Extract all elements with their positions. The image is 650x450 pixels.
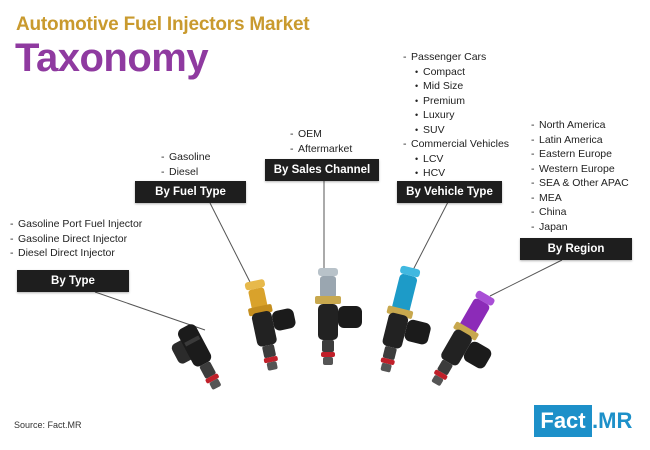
fuel-injector-icon [244, 279, 296, 371]
list-item: -Gasoline Direct Injector [10, 232, 128, 245]
by-type-label: By Type [17, 270, 129, 292]
list-item: -SEA & Other APAC [531, 177, 629, 189]
by-sales-channel-label: By Sales Channel [265, 159, 379, 181]
list-item: -Aftermarket [290, 142, 353, 155]
list-item: •Mid Size [415, 80, 464, 92]
by-fuel-type-label: By Fuel Type [135, 181, 246, 203]
list-item: -Gasoline [161, 151, 211, 163]
list-item: •Compact [415, 65, 466, 78]
fuel-injector-icon [315, 268, 362, 365]
connector-line-by-region [489, 259, 563, 297]
list-item: •Premium [415, 94, 466, 107]
by-fuel-type-list: -Gasoline -Diesel [161, 150, 210, 179]
by-sales-channel-list: -OEM -Aftermarket [290, 127, 352, 156]
list-item: •Luxury [415, 109, 455, 121]
fuel-injector-icon [431, 290, 495, 386]
list-item: -Eastern Europe [531, 148, 612, 160]
list-item: -Diesel Direct Injector [10, 247, 115, 259]
fuel-injector-icon [171, 324, 221, 390]
fuel-injector-icon [380, 265, 431, 373]
list-item: •SUV [415, 123, 445, 136]
list-item: -North America [531, 119, 606, 131]
list-item: -Diesel [161, 165, 199, 178]
list-item: -MEA [531, 191, 562, 204]
list-item: -Western Europe [531, 162, 615, 175]
connector-line-by-type [94, 291, 206, 331]
by-vehicle-type-label: By Vehicle Type [397, 181, 502, 203]
list-item: -Japan [531, 220, 568, 233]
by-vehicle-type-list: -Passenger Cars •Compact •Mid Size •Prem… [403, 50, 509, 181]
by-type-list: -Gasoline Port Fuel Injector -Gasoline D… [10, 217, 142, 261]
source-note: Source: Fact.MR [14, 420, 82, 430]
list-item: -Commercial Vehicles [403, 138, 510, 150]
by-region-list: -North America -Latin America -Eastern E… [531, 118, 629, 234]
connector-line-by-vehicle-type [411, 201, 449, 273]
list-item: •HCV [415, 167, 446, 179]
by-region-label: By Region [520, 238, 632, 260]
connector-line-by-fuel-type [209, 202, 251, 283]
list-item: -Gasoline Port Fuel Injector [10, 218, 143, 230]
market-title: Automotive Fuel Injectors Market [16, 14, 310, 35]
list-item: -Latin America [531, 133, 603, 146]
logo-mr-text: .MR [592, 405, 638, 437]
logo-fact-text: Fact [534, 405, 592, 437]
list-item: •LCV [415, 152, 444, 165]
list-item: -OEM [290, 128, 322, 140]
fact-mr-logo: Fact .MR [534, 405, 638, 437]
list-item: -Passenger Cars [403, 51, 487, 63]
taxonomy-heading: Taxonomy [15, 36, 209, 80]
list-item: -China [531, 206, 567, 218]
